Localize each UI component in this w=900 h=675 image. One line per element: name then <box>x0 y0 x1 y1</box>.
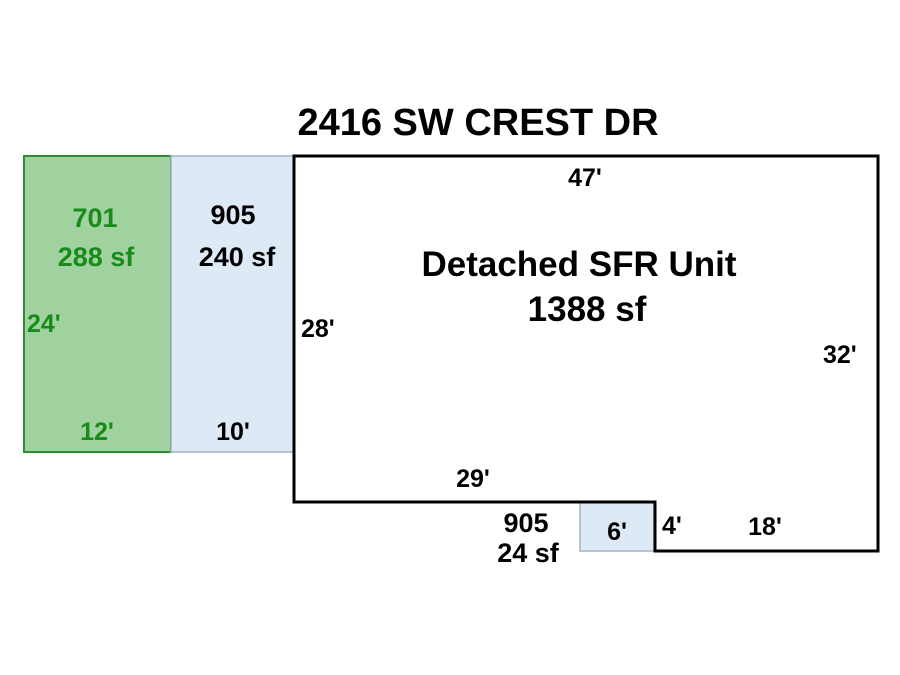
main-right-dimension: 32' <box>823 341 857 369</box>
main-unit-area: 1388 sf <box>527 290 647 329</box>
main-step-dimension: 4' <box>662 512 682 540</box>
main-top-dimension: 47' <box>568 164 602 192</box>
garage-area-label: 288 sf <box>57 242 135 272</box>
porch-area-label: 240 sf <box>198 242 276 272</box>
garage-code-label: 701 <box>72 203 118 233</box>
blue-porch-section <box>170 155 295 453</box>
main-left-dimension: 28' <box>301 315 335 343</box>
porch-width-dimension: 10' <box>216 418 250 446</box>
main-bottom-right-dimension: 18' <box>748 513 782 541</box>
porch-code-label: 905 <box>210 200 256 230</box>
detached-sfr-outline <box>292 154 880 553</box>
garage-width-dimension: 12' <box>80 418 114 446</box>
small-porch-area-label: 24 sf <box>497 538 559 568</box>
small-porch-width-dimension: 6' <box>607 518 627 546</box>
garage-depth-dimension: 24' <box>27 310 61 338</box>
main-unit-label: Detached SFR Unit <box>421 245 737 284</box>
property-address-title: 2416 SW CREST DR <box>297 102 659 144</box>
small-porch-code-label: 905 <box>503 508 549 538</box>
green-garage-section <box>23 155 172 453</box>
main-bottom-left-dimension: 29' <box>456 465 490 493</box>
